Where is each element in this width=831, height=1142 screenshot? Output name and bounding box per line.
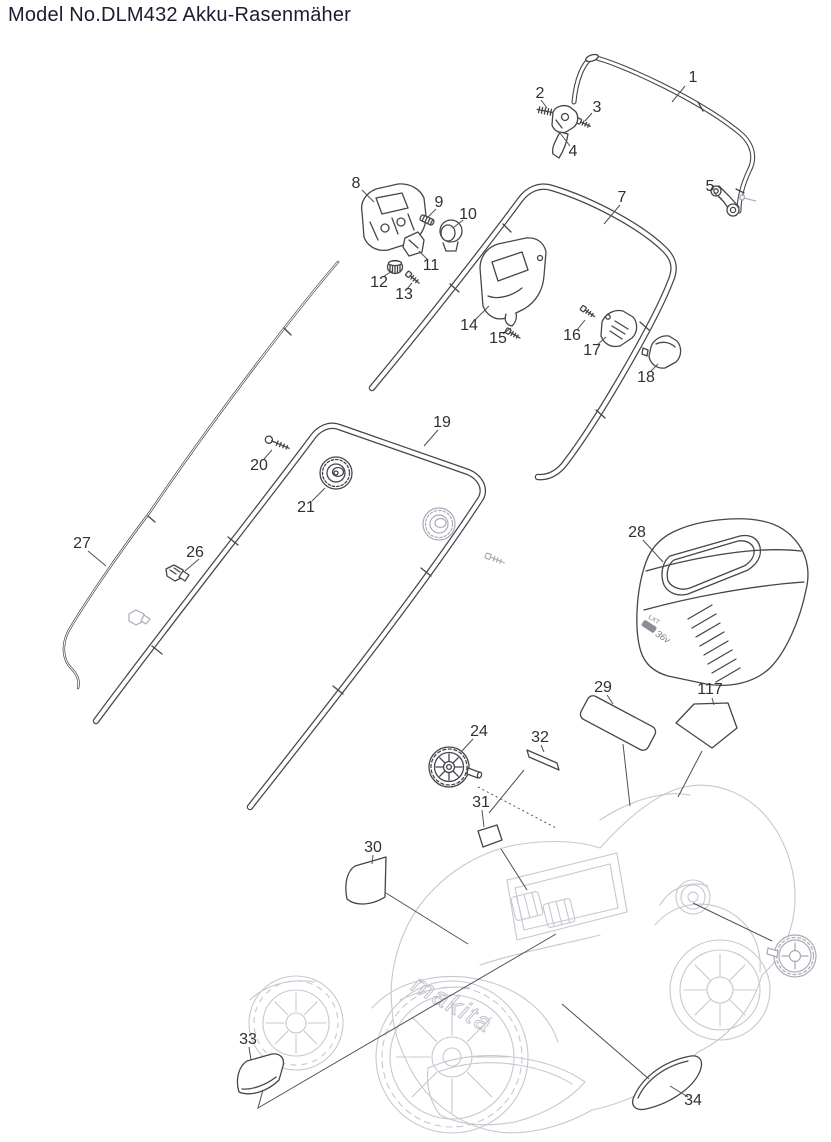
cable-rod	[62, 260, 340, 690]
part-label-29: 29	[594, 679, 612, 696]
bail-rod	[571, 53, 756, 214]
cable-clip	[165, 564, 190, 582]
part-label-12: 12	[370, 274, 388, 291]
part-label-14: 14	[460, 317, 478, 334]
part-label-33: 33	[239, 1031, 257, 1048]
exploded-parts: LXT 36v	[62, 53, 809, 1111]
part-label-5: 5	[705, 178, 715, 195]
part-label-1: 1	[688, 69, 698, 86]
sticker-29	[579, 695, 657, 751]
tapping-screw	[404, 270, 420, 284]
part-label-7: 7	[617, 189, 627, 206]
upper-handle	[368, 183, 677, 481]
battery-bay-ghost	[506, 852, 628, 941]
part-label-3: 3	[592, 99, 602, 116]
part-label-31: 31	[472, 794, 490, 811]
sticker-33	[236, 1053, 285, 1095]
bail-link	[710, 185, 757, 217]
clamp-knob-duplicate	[422, 507, 456, 541]
part-label-17: 17	[583, 342, 601, 359]
part-label-32: 32	[531, 729, 549, 746]
sticker-31	[477, 824, 503, 848]
sticker-30	[345, 856, 387, 905]
clamp-knob	[319, 456, 353, 490]
part-label-16: 16	[563, 327, 581, 344]
set-screw	[536, 106, 554, 116]
cover-brand-badge	[641, 620, 657, 633]
spring-pin	[419, 214, 435, 226]
part-label-9: 9	[434, 194, 444, 211]
part-label-20: 20	[250, 457, 268, 474]
front-right-wheel-ghost	[675, 879, 711, 915]
part-label-28: 28	[628, 524, 646, 541]
mower-body-ghost: makita	[248, 784, 817, 1134]
leader-lines	[87, 85, 773, 1110]
rear-flap-ghost	[426, 1054, 586, 1126]
spacer-block	[402, 231, 425, 257]
switch-housing	[360, 183, 427, 252]
part-label-10: 10	[459, 206, 477, 223]
part-label-11: 11	[422, 257, 440, 274]
part-label-34: 34	[684, 1092, 702, 1109]
knurled-nut	[386, 259, 404, 275]
part-label-26: 26	[186, 544, 204, 561]
spare-front-wheel	[766, 934, 817, 978]
part-label-18: 18	[637, 369, 655, 386]
part-label-21: 21	[297, 499, 315, 516]
part-label-117: 117	[697, 681, 723, 698]
cable-clip-duplicate	[128, 609, 151, 626]
end-knob	[641, 335, 682, 369]
lower-handle	[92, 422, 486, 811]
part-label-30: 30	[364, 839, 382, 856]
part-label-8: 8	[351, 175, 361, 192]
right-wheel-ghost	[669, 939, 771, 1041]
duplicate-parts-gray	[128, 507, 505, 626]
sticker-117	[675, 702, 738, 749]
page-title: Model No.DLM432 Akku-Rasenmäher	[8, 4, 352, 26]
cover-screw	[504, 327, 521, 339]
part-label-24: 24	[470, 723, 488, 740]
sticker-34	[631, 1055, 703, 1111]
part-label-15: 15	[489, 330, 507, 347]
part-label-2: 2	[535, 85, 545, 102]
part-label-4: 4	[568, 143, 578, 160]
housing-cover	[479, 237, 547, 327]
part-label-13: 13	[395, 286, 413, 303]
bolt-duplicate	[484, 552, 505, 564]
lock-off-button	[600, 309, 638, 348]
sticker-32	[526, 749, 560, 771]
part-label-27: 27	[73, 535, 91, 552]
roller-knob	[439, 219, 463, 252]
part-label-19: 19	[433, 414, 451, 431]
handle-bolt	[264, 435, 290, 450]
front-left-wheel-ghost	[248, 975, 344, 1071]
battery-cover: LXT 36v	[636, 518, 809, 686]
front-wheel	[428, 746, 483, 788]
lock-screw	[579, 305, 596, 318]
